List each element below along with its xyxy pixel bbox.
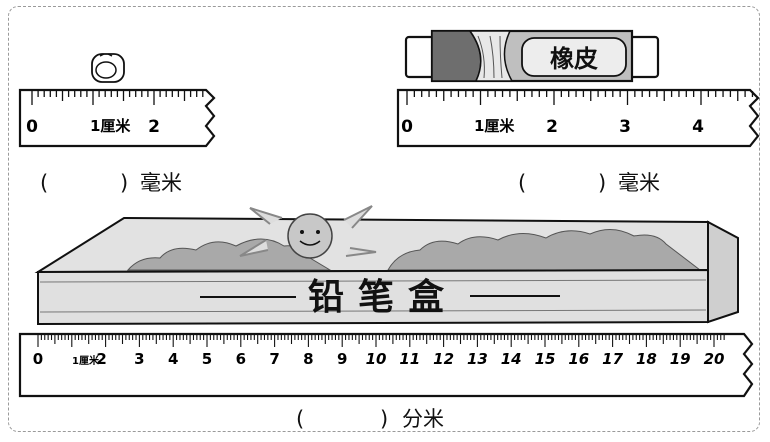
sun-icon — [239, 205, 377, 259]
ruler-3-number: 3 — [134, 350, 144, 368]
eraser-label: 橡皮 — [550, 45, 598, 73]
ruler-3-number: 19 — [670, 350, 691, 368]
ruler-3-number: 4 — [168, 350, 178, 368]
ruler-1-cm-label: 1厘米 — [90, 117, 131, 135]
ruler-2: 0 1厘米 2 3 4 — [396, 88, 760, 148]
ruler-2-number-3: 3 — [619, 117, 631, 137]
answer-blank-2: ( ) 毫米 — [518, 171, 660, 195]
bean-object — [91, 53, 125, 83]
svg-text:(: ( — [40, 171, 48, 195]
ruler-2-number-2: 2 — [546, 117, 558, 137]
unit-label-1: 毫米 — [140, 171, 182, 195]
ruler-3-number: 20 — [704, 350, 725, 368]
eraser: 橡皮 — [404, 29, 660, 83]
svg-text:): ) — [598, 171, 606, 195]
svg-text:(: ( — [296, 407, 304, 431]
pencil-box-label: 铅笔盒 — [308, 277, 458, 318]
ruler-3-number: 9 — [337, 350, 347, 368]
ruler-3-number: 18 — [636, 350, 657, 368]
ruler-2-cm-label: 1厘米 — [474, 117, 515, 135]
ruler-3-number: 10 — [366, 350, 387, 368]
unit-label-3: 分米 — [402, 407, 444, 431]
ruler-3-number: 7 — [269, 350, 279, 368]
ruler-1-number-2: 2 — [148, 117, 160, 137]
ruler-3-number: 13 — [467, 350, 488, 368]
worksheet-border — [8, 6, 760, 432]
svg-text:): ) — [380, 407, 388, 431]
ruler-3-number: 15 — [535, 350, 556, 368]
ruler-1-number-0: 0 — [26, 117, 38, 137]
ruler-2-number-4: 4 — [692, 117, 704, 137]
answer-blank-1: ( ) 毫米 — [40, 171, 182, 195]
ruler-3-number: 17 — [602, 350, 623, 368]
ruler-2-number-0: 0 — [401, 117, 413, 137]
svg-text:): ) — [120, 171, 128, 195]
pencil-box: 铅笔盒 — [34, 205, 739, 326]
ruler-3-number: 2 — [96, 350, 106, 368]
ruler-3-cm-label: 1厘米 — [72, 354, 100, 367]
ruler-3: 1厘米 0 2 3 4 5 6 7 8 9 10 11 12 13 14 15 16 17 18 19 20 — [18, 332, 754, 398]
answer-blank-3: ( ) 分米 — [296, 407, 444, 431]
ruler-3-number: 16 — [568, 350, 589, 368]
ruler-3-number: 12 — [433, 350, 454, 368]
ruler-3-number: 5 — [202, 350, 212, 368]
ruler-3-number: 0 — [33, 350, 43, 368]
ruler-1: 0 1厘米 2 — [18, 88, 216, 148]
ruler-3-number: 11 — [399, 350, 420, 368]
unit-label-2: 毫米 — [618, 171, 660, 195]
ruler-3-number: 14 — [501, 350, 522, 368]
ruler-3-number: 6 — [236, 350, 246, 368]
ruler-3-number: 8 — [303, 350, 313, 368]
svg-text:(: ( — [518, 171, 526, 195]
